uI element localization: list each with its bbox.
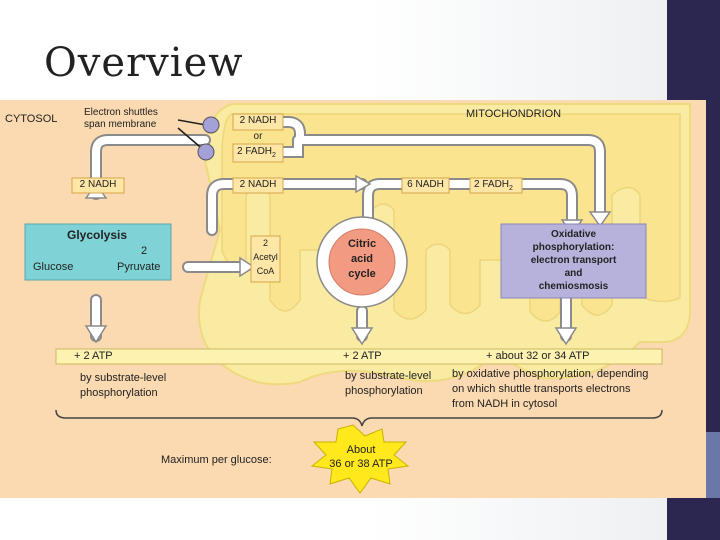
oxidative-label-2: phosphorylation: xyxy=(532,242,615,253)
mitochondrion-label: MITOCHONDRION xyxy=(466,108,562,120)
citric-label-1: Citric xyxy=(347,238,377,250)
total-bracket xyxy=(55,409,663,427)
note3-line1: by oxidative phosphorylation, depending xyxy=(452,368,649,380)
shuttle-or-label: or xyxy=(253,131,263,142)
nadh-cac-label: 6 NADH xyxy=(407,179,444,190)
slide-sidebar-accent xyxy=(706,432,720,498)
shuttle-fadh-sub: 2 xyxy=(272,152,276,159)
note2-line1: by substrate-level xyxy=(345,370,432,382)
acetyl-label-2: Acetyl xyxy=(253,252,278,262)
fadh-cac-sub: 2 xyxy=(509,185,513,192)
atp-glycolysis: + 2 ATP xyxy=(74,350,113,362)
pyruvate-label: Pyruvate xyxy=(117,261,161,273)
glycolysis-box xyxy=(24,223,172,281)
glycolysis-title: Glycolysis xyxy=(67,228,128,242)
citric-label-2: acid xyxy=(350,253,373,265)
respiration-diagram: CYTOSOL MITOCHONDRION Electron shuttles … xyxy=(0,100,706,498)
glucose-label: Glucose xyxy=(33,261,74,273)
acetyl-label-3: CoA xyxy=(256,266,275,276)
oxidative-label-1: Oxidative xyxy=(550,229,597,240)
note2-line2: phosphorylation xyxy=(345,385,423,397)
shuttle-protein-1 xyxy=(202,116,220,134)
oxidative-label-5: chemiosmosis xyxy=(538,281,609,292)
atp-bar xyxy=(55,348,663,365)
shuttle-fadh-label: 2 FADH2 xyxy=(237,146,276,159)
about-line2: 36 or 38 ATP xyxy=(329,458,393,470)
acetyl-label-1: 2 xyxy=(262,238,268,248)
shuttle-nadh-label: 2 NADH xyxy=(239,115,277,126)
citric-label-3: cycle xyxy=(348,268,376,280)
note1-line2: phosphorylation xyxy=(80,387,158,399)
glycolysis-two: 2 xyxy=(141,245,148,257)
citric-cycle-core xyxy=(328,228,396,296)
fadh-cac-label: 2 FADH2 xyxy=(474,179,513,192)
shuttle-label-2: span membrane xyxy=(84,119,157,130)
oxidative-label-3: electron transport xyxy=(530,255,617,266)
about-line1: About xyxy=(346,444,376,456)
atp-oxidative: + about 32 or 34 ATP xyxy=(486,350,590,362)
diagram-graphics xyxy=(24,103,691,494)
note3-line3: from NADH in cytosol xyxy=(452,398,558,410)
shuttle-protein-2 xyxy=(197,143,215,161)
atp-citric: + 2 ATP xyxy=(343,350,382,362)
shuttle-label-1: Electron shuttles xyxy=(84,107,158,118)
note1-line1: by substrate-level xyxy=(80,372,167,384)
cytosol-label: CYTOSOL xyxy=(5,113,58,125)
shuttle-fadh-text: 2 FADH xyxy=(237,146,273,157)
oxidative-box xyxy=(500,223,647,299)
slide-title: Overview xyxy=(44,40,244,86)
starburst-total xyxy=(310,424,410,494)
nadh-cytosol-label: 2 NADH xyxy=(79,179,117,190)
note3-line2: on which shuttle transports electrons xyxy=(452,383,631,395)
oxidative-label-4: and xyxy=(564,268,583,279)
max-label: Maximum per glucose: xyxy=(161,454,272,466)
fadh-cac-text: 2 FADH xyxy=(474,179,510,190)
nadh-pyruvate-label: 2 NADH xyxy=(239,179,277,190)
